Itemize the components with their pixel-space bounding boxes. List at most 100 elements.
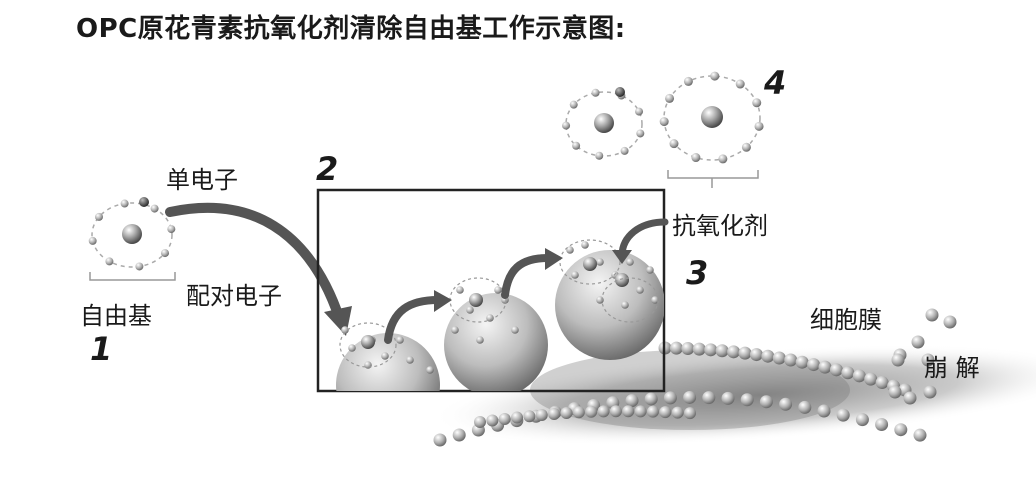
- electron-dot: [476, 336, 484, 344]
- electron-dot: [754, 121, 764, 131]
- membrane-lipid: [622, 405, 635, 418]
- membrane-lipid: [855, 413, 869, 427]
- electron-dot: [451, 326, 459, 334]
- membrane-lipid: [669, 341, 683, 355]
- membrane-lipid: [888, 385, 902, 399]
- membrane-lipid: [683, 390, 697, 404]
- electron-dot: [636, 286, 644, 294]
- electron-dot: [710, 71, 720, 81]
- membrane-lipid: [644, 392, 658, 406]
- membrane-lipid: [894, 423, 908, 437]
- membrane-lipid: [852, 369, 866, 383]
- membrane-lipid: [829, 363, 843, 377]
- membrane-lipid: [681, 342, 695, 356]
- membrane-lipid: [795, 355, 809, 369]
- electron-dot: [569, 100, 578, 109]
- membrane-lipid: [925, 308, 939, 322]
- electron-dot: [341, 326, 349, 334]
- membrane-lipid: [585, 405, 598, 418]
- membrane-lipid: [452, 428, 466, 442]
- molecule-sphere: [444, 293, 548, 391]
- electron-dot: [621, 301, 629, 309]
- collapse-label: 崩 解: [924, 354, 980, 382]
- membrane-lipid: [784, 353, 798, 367]
- electron-arrow: [165, 202, 345, 325]
- membrane-lipid: [727, 345, 741, 359]
- membrane-lipid: [486, 414, 499, 427]
- membrane-lipid: [721, 391, 735, 405]
- electron-dot: [718, 154, 728, 164]
- electron-dot: [494, 286, 502, 294]
- electron-dot: [348, 344, 356, 352]
- membrane-lipid: [875, 418, 889, 432]
- electron-dot: [167, 225, 176, 234]
- membrane-lipid: [572, 406, 585, 419]
- electron-dot: [426, 366, 434, 374]
- electron-dot: [571, 271, 579, 279]
- electron-dot: [665, 93, 675, 103]
- collapse-fragments: [888, 308, 957, 405]
- free-radical-atom: [88, 197, 176, 281]
- nucleus-dot: [361, 335, 375, 349]
- electron-dot: [466, 306, 474, 314]
- electron-dot: [691, 153, 701, 163]
- membrane-lipid: [548, 407, 561, 420]
- membrane-lipid: [738, 346, 752, 360]
- step-2-number: 2: [316, 150, 339, 188]
- membrane-lipid: [807, 358, 821, 372]
- electron-dot: [659, 117, 669, 127]
- electron-dot: [741, 142, 751, 152]
- electron-dot: [596, 296, 604, 304]
- electron-dot: [636, 129, 645, 138]
- membrane-lipid: [818, 360, 832, 374]
- membrane-lipid: [749, 348, 763, 362]
- diagram-title: OPC原花青素抗氧化剂清除自由基工作示意图:: [76, 14, 626, 44]
- membrane-lipid: [921, 353, 935, 367]
- membrane-lipid: [759, 395, 773, 409]
- membrane-lipid: [761, 349, 775, 363]
- step-3-number: 3: [686, 254, 709, 292]
- membrane-lipid: [913, 428, 927, 442]
- membrane-lipid: [692, 342, 706, 356]
- membrane-lipid: [943, 315, 957, 329]
- membrane-lipid: [659, 406, 672, 419]
- step-4-number: 4: [764, 64, 787, 102]
- bracket: [667, 170, 759, 179]
- electron-dot: [572, 141, 581, 150]
- membrane-lipid: [433, 433, 447, 447]
- membrane-lipid: [715, 344, 729, 358]
- membrane-lipid: [671, 406, 684, 419]
- free-radical-label: 自由基: [80, 302, 152, 330]
- single-electron-label: 单电子: [166, 166, 238, 194]
- molecule-chain: [336, 239, 664, 391]
- membrane-lipid: [535, 409, 548, 422]
- membrane-lipid: [684, 407, 696, 420]
- electron-dot: [651, 296, 659, 304]
- electron-dot: [94, 212, 103, 221]
- membrane-lipid: [740, 393, 754, 407]
- electron-dot: [735, 79, 745, 89]
- electron-dot: [161, 249, 170, 258]
- membrane-lipid: [704, 343, 718, 357]
- membrane-lipid: [911, 335, 925, 349]
- membrane-lipid: [903, 391, 917, 405]
- antioxidant-label: 抗氧化剂: [672, 212, 768, 240]
- membrane-lipid: [646, 405, 659, 418]
- molecule-sphere: [555, 250, 664, 360]
- membrane-lipid: [663, 391, 677, 405]
- electron-dot: [635, 107, 644, 116]
- electron-dot: [396, 336, 404, 344]
- membrane-lipid: [779, 397, 793, 411]
- cell-membrane: [430, 341, 1036, 447]
- paired-electron-label: 配对电子: [186, 282, 282, 310]
- electron-dot: [88, 236, 97, 245]
- membrane-lipid: [609, 405, 622, 418]
- electron-dot: [669, 139, 679, 149]
- cell-membrane-label: 细胞膜: [810, 306, 882, 334]
- membrane-lipid: [864, 372, 878, 386]
- electron-dot: [620, 146, 629, 155]
- electron-dot: [683, 76, 693, 86]
- membrane-lipid: [474, 416, 486, 428]
- electron-dot: [626, 258, 634, 266]
